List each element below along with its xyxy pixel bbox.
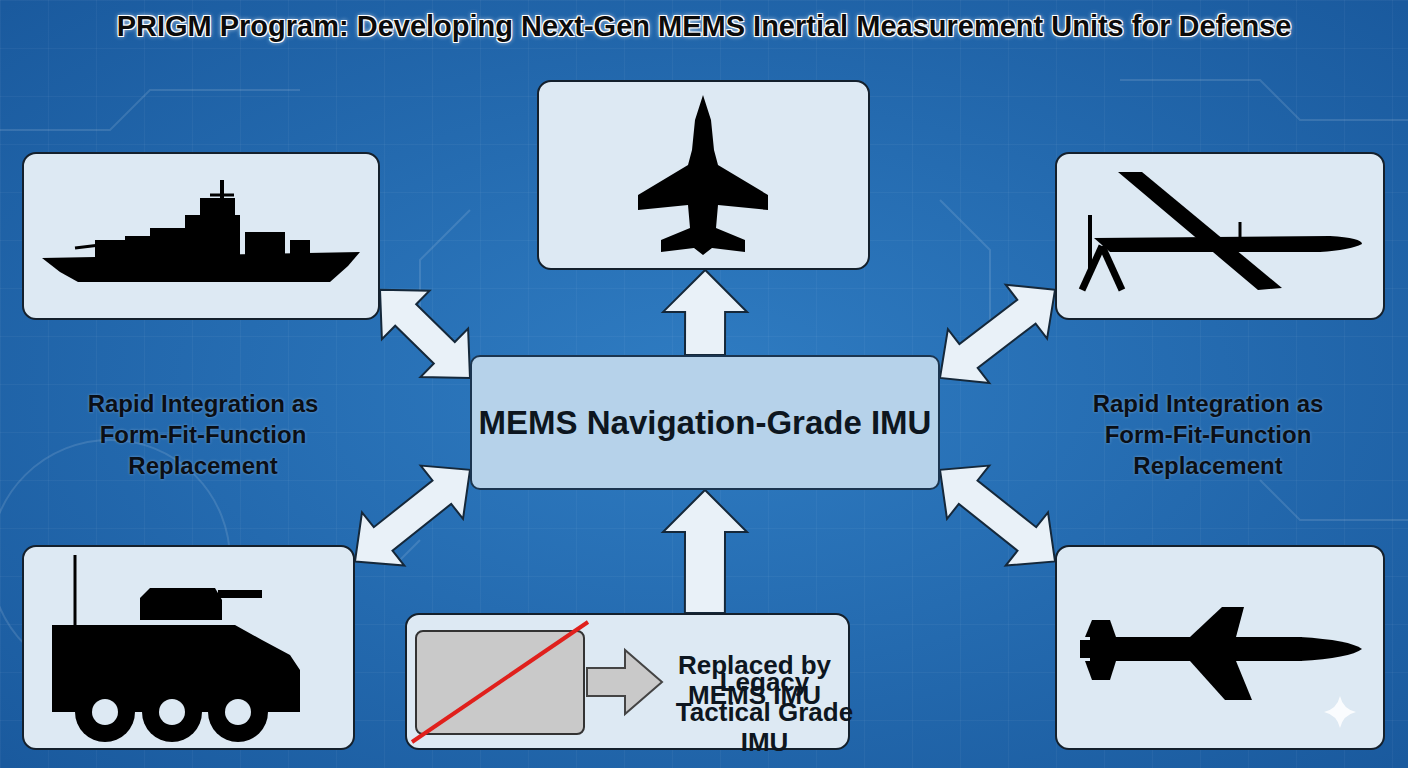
sparkle-watermark (1324, 696, 1356, 728)
platform-box (1055, 545, 1385, 750)
diagram-title: PRIGM Program: Developing Next-Gen MEMS … (0, 10, 1408, 43)
ship-silhouette (42, 180, 360, 282)
block-arrow (940, 466, 1055, 566)
strike-through-line (412, 622, 588, 742)
platform-box (22, 545, 355, 750)
drone-silhouette (1082, 172, 1362, 290)
platform-box (1055, 152, 1385, 320)
platform-box (22, 152, 380, 320)
core-box: MEMS Navigation-Grade IMU (470, 355, 940, 490)
side-note: Rapid Integration as Form-Fit-Function R… (1063, 388, 1353, 482)
block-arrow (663, 490, 747, 613)
core-title: MEMS Navigation-Grade IMU (479, 404, 932, 442)
missile-silhouette (1080, 607, 1362, 700)
legacy-text: Legacy Tactical Grade IMU (672, 668, 857, 758)
replacement-box: Replaced by MEMS IMULegacy Tactical Grad… (405, 613, 850, 750)
block-arrow (380, 290, 470, 378)
armored-vehicle-silhouette (52, 555, 300, 742)
jet-silhouette (638, 95, 768, 255)
platform-box (537, 80, 870, 270)
block-arrow (940, 285, 1055, 383)
replacement-arrow (587, 650, 662, 714)
side-note: Rapid Integration as Form-Fit-Function R… (58, 388, 348, 482)
legacy-box: Legacy Tactical Grade IMU (415, 630, 585, 735)
block-arrow (355, 466, 470, 566)
block-arrow (663, 270, 747, 355)
